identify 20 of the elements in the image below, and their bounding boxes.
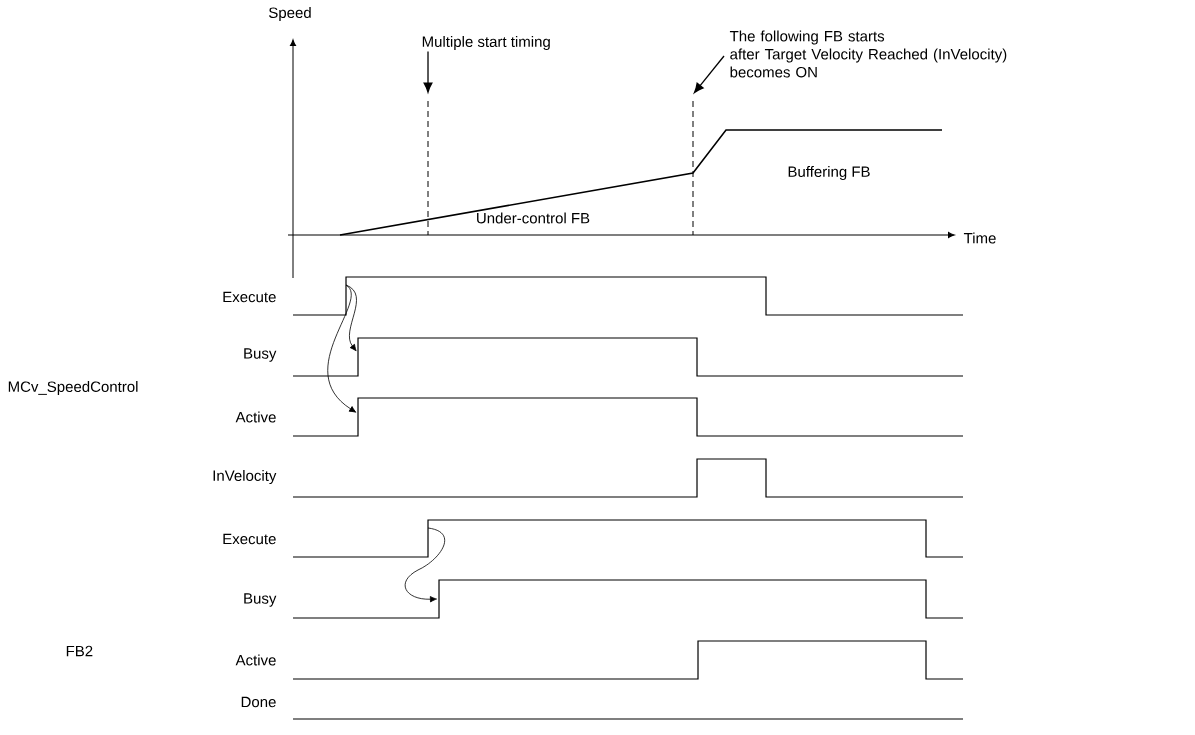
dashed-marker-line bbox=[692, 100, 694, 236]
signal-label: InVelocity bbox=[213, 470, 277, 484]
signal-label: Time bbox=[963, 232, 996, 244]
signal-label: Speed bbox=[269, 7, 311, 21]
annotation-text: Multiple start timing bbox=[422, 36, 550, 50]
signal-label: Done bbox=[241, 696, 276, 708]
signal-label: Active bbox=[235, 411, 276, 423]
signal-label: MCv_SpeedControl bbox=[8, 381, 138, 395]
annotation-text: The following FB starts after Target Velocity Reached (InVelocity) becomes ON bbox=[729, 30, 1007, 78]
leader-arrow bbox=[423, 50, 433, 93]
signal-label: Execute bbox=[223, 533, 276, 545]
dashed-marker-line bbox=[427, 100, 429, 236]
signal-label: Execute bbox=[223, 291, 276, 303]
signal-label: FB2 bbox=[66, 645, 93, 657]
signal-label: Under-control FB bbox=[477, 212, 590, 224]
signal-label: Busy bbox=[244, 593, 277, 607]
signal-label: Active bbox=[235, 654, 276, 666]
signal-label: Busy bbox=[244, 348, 277, 362]
leader-arrow bbox=[693, 55, 725, 94]
signal-label: Buffering FB bbox=[788, 166, 870, 180]
